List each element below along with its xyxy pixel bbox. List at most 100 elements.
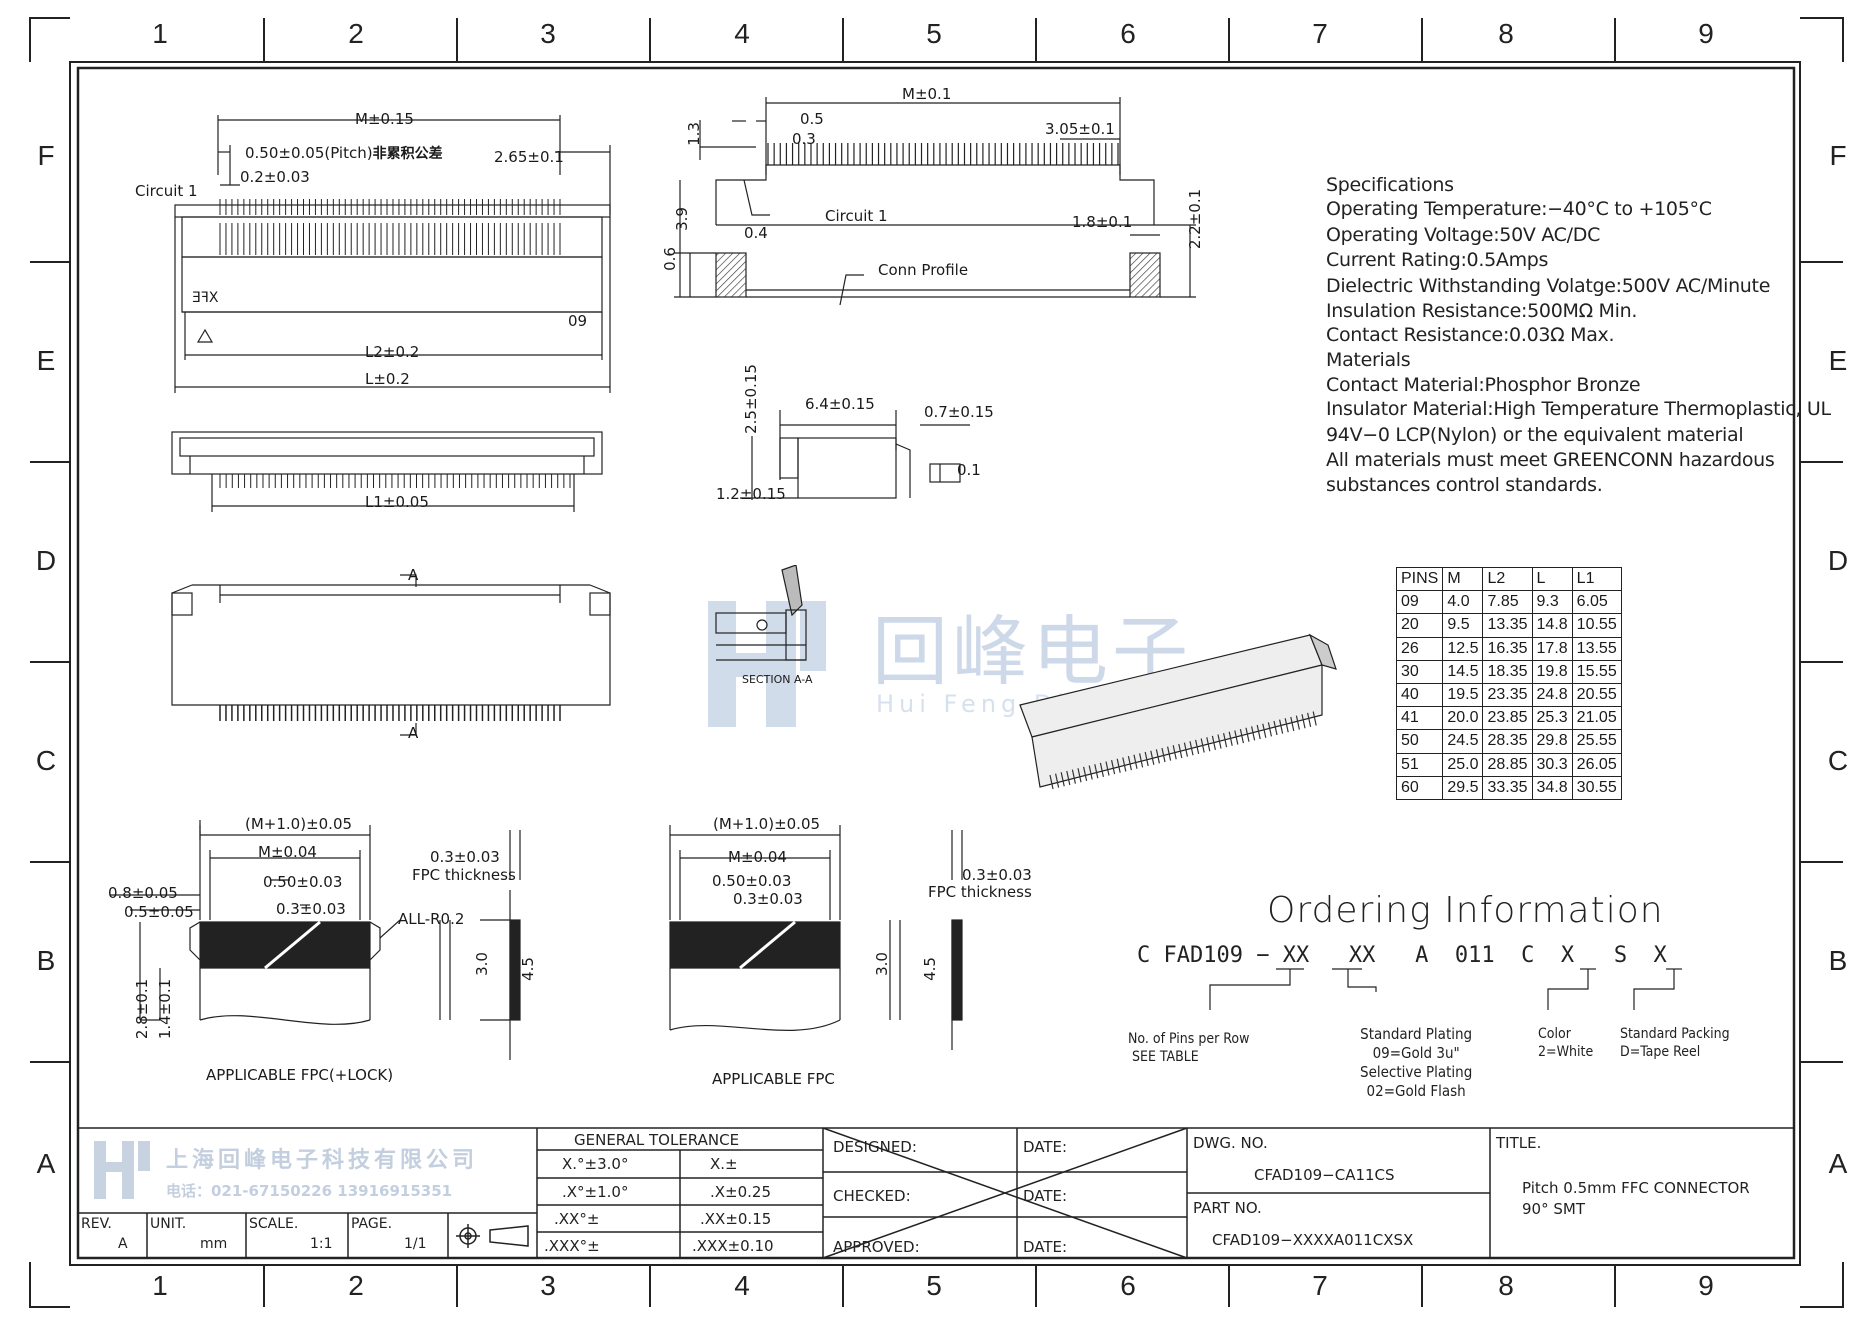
- dim-265: 2.65±0.1: [494, 148, 564, 166]
- pin-stroke: [1088, 765, 1093, 780]
- dim-pitch-note: 非累积公差: [372, 146, 443, 162]
- approved-label: APPROVED:: [833, 1238, 920, 1256]
- table-cell: 20.55: [1571, 682, 1622, 708]
- table-cell: 33.35: [1482, 775, 1533, 800]
- pin-stroke: [1111, 760, 1116, 775]
- rev-label: REV.: [81, 1216, 112, 1232]
- fpc1-dim-05: 0.5±0.05: [124, 903, 194, 921]
- fpc1-label: APPLICABLE FPC(+LOCK): [206, 1066, 394, 1084]
- fpc1-thickness: 0.3±0.03: [430, 848, 500, 866]
- spec-line-11: All materials must meet GREENCONN hazard…: [1326, 449, 1775, 471]
- dim-l2: L2±0.2: [365, 343, 420, 361]
- table-cell: 24.8: [1531, 682, 1573, 708]
- unit-value: mm: [200, 1236, 228, 1252]
- company-phone: 电话：021-67150226 13916915351: [166, 1182, 453, 1200]
- fpc1-dim-r: ALL-R0.2: [398, 910, 465, 928]
- pin-stroke: [1267, 722, 1272, 737]
- approved-date-label: DATE:: [1023, 1238, 1068, 1256]
- dim-64: 6.4±0.15: [805, 395, 875, 413]
- table-header: M: [1442, 566, 1484, 592]
- ordering-leader-lines: [1209, 968, 1682, 1010]
- pin-stroke: [1116, 758, 1121, 773]
- tol-angle-3: .XXX°±: [544, 1237, 600, 1255]
- spec-line-2: Operating Voltage:50V AC/DC: [1326, 224, 1601, 246]
- table-header: PINS: [1395, 566, 1444, 592]
- table-cell: 4.0: [1442, 590, 1484, 615]
- tol-linear-1: .X±0.25: [710, 1183, 772, 1201]
- pin-stroke: [1150, 750, 1155, 765]
- rev-value: A: [118, 1236, 128, 1252]
- zone-row-F: F: [37, 140, 55, 171]
- pin-stroke: [1301, 714, 1306, 729]
- pin-stroke: [1223, 733, 1228, 748]
- pin-stroke: [1245, 727, 1250, 742]
- zone-col-5-bottom: 5: [926, 1270, 942, 1301]
- pin-stroke: [1094, 764, 1099, 779]
- tol-linear-0: X.±: [710, 1155, 738, 1173]
- zone-row-E: E: [36, 345, 56, 376]
- zone-col-3-bottom: 3: [540, 1270, 556, 1301]
- pin-stroke: [1055, 773, 1060, 788]
- table-cell: 9.3: [1531, 590, 1573, 615]
- table-cell: 17.8: [1531, 636, 1573, 661]
- fpc2-dim-050: 0.50±0.03: [712, 872, 792, 890]
- zone-col-6-bottom: 6: [1120, 1270, 1136, 1301]
- table-cell: 15.55: [1571, 659, 1622, 684]
- dim-07: 0.7±0.15: [924, 403, 994, 421]
- pin-stroke: [1161, 747, 1166, 763]
- dim-05: 0.5: [800, 110, 824, 128]
- zone-col-7: 7: [1312, 18, 1328, 49]
- zone-col-8: 8: [1498, 18, 1514, 49]
- page-value: 1/1: [404, 1236, 427, 1252]
- zone-row-B: B: [36, 945, 56, 976]
- pin-stroke: [1139, 753, 1144, 768]
- pin-stroke: [1195, 739, 1200, 755]
- dwg-no-value: CFAD109−CA11CS: [1254, 1166, 1395, 1184]
- tol-linear-3: .XXX±0.10: [692, 1237, 774, 1255]
- checked-date-label: DATE:: [1023, 1187, 1068, 1205]
- table-cell: 20.0: [1442, 706, 1484, 731]
- fpc1-thickness-label: FPC thickness: [412, 866, 516, 884]
- zone-row-C-right: C: [1827, 745, 1849, 776]
- fpc1-dim-050: 0.50±0.03: [263, 873, 343, 891]
- pin-stroke: [1083, 766, 1088, 782]
- table-cell: 29.8: [1531, 729, 1573, 754]
- pin-stroke: [1049, 774, 1054, 790]
- zone-row-A-right: A: [1828, 1148, 1848, 1179]
- pin-stroke: [1206, 737, 1211, 752]
- pin-stroke: [1172, 745, 1177, 760]
- table-cell: 23.85: [1482, 706, 1533, 731]
- section-aa-drawing: [715, 565, 807, 661]
- zone-col-1-bottom: 1: [152, 1270, 168, 1301]
- table-cell: 12.5: [1442, 636, 1484, 661]
- table-cell: 09: [1395, 590, 1444, 615]
- pin-stroke: [1234, 730, 1239, 745]
- pin-stroke: [1279, 719, 1284, 734]
- pin-stroke: [1066, 770, 1071, 786]
- zone-row-B-right: B: [1828, 945, 1848, 976]
- designed-label: DESIGNED:: [833, 1138, 917, 1156]
- connector-isometric-view: [1019, 633, 1337, 790]
- designed-date-label: DATE:: [1023, 1138, 1068, 1156]
- unit-label: UNIT.: [150, 1216, 187, 1232]
- table-cell: 50: [1395, 729, 1444, 754]
- zone-col-6: 6: [1120, 18, 1136, 49]
- pin-stroke: [1178, 743, 1183, 759]
- zone-col-2: 2: [348, 18, 364, 49]
- watermark-logo: [708, 601, 826, 727]
- checked-label: CHECKED:: [833, 1187, 911, 1205]
- spec-line-0: Specifications: [1326, 174, 1454, 196]
- table-cell: 20: [1395, 613, 1444, 638]
- zone-row-A: A: [36, 1148, 56, 1179]
- dim-02: 0.2±0.03: [240, 168, 310, 186]
- zone-col-4-bottom: 4: [734, 1270, 750, 1301]
- table-cell: 19.8: [1531, 659, 1573, 684]
- conn-profile-label: Conn Profile: [878, 261, 969, 279]
